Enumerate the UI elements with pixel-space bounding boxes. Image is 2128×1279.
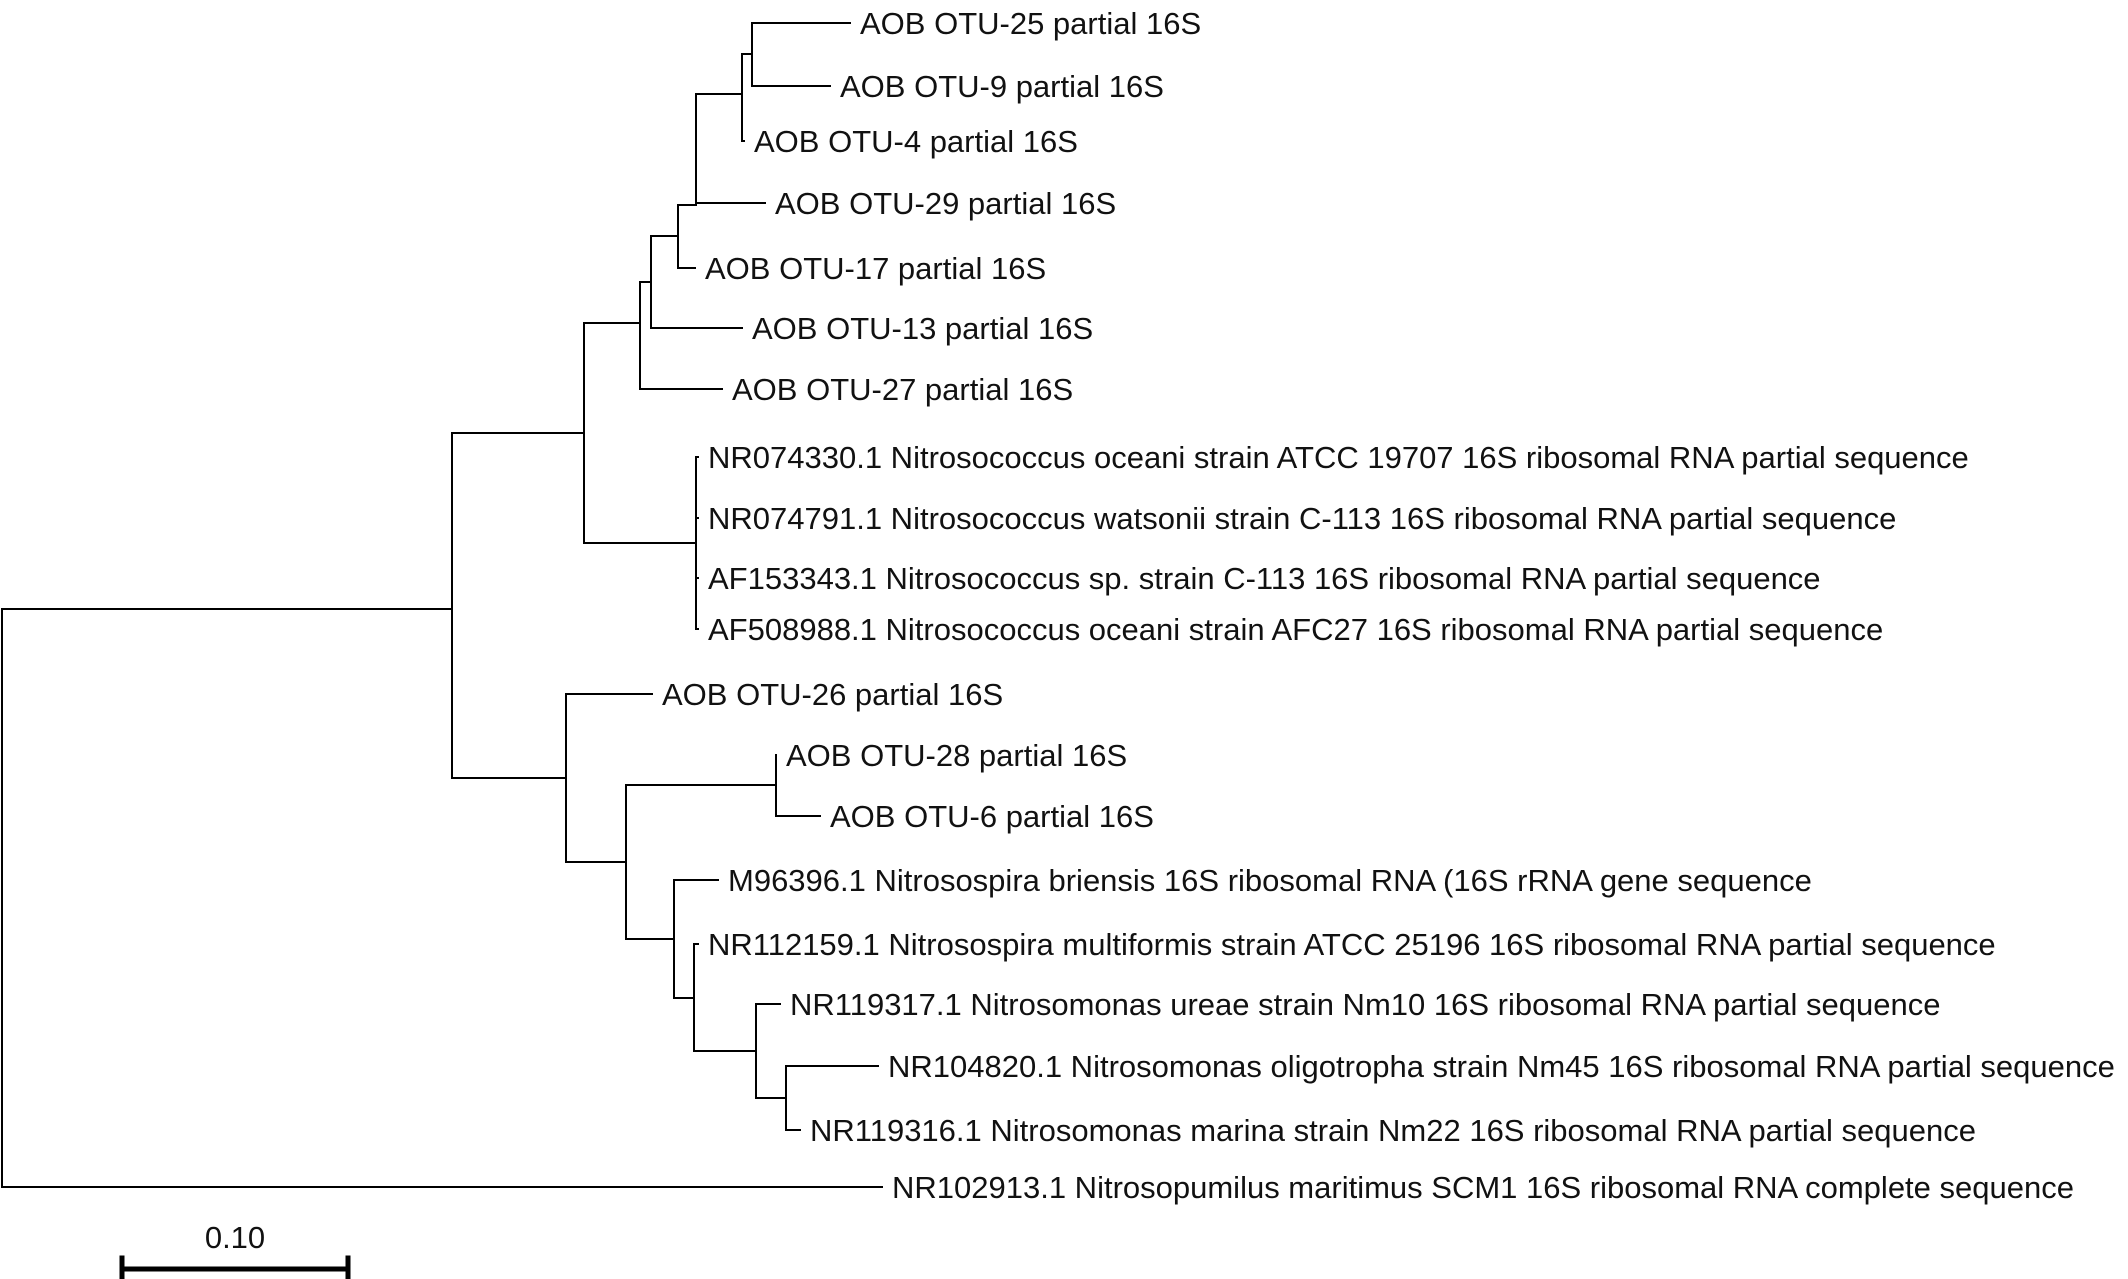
- leaf-label-nr104820: NR104820.1 Nitrosomonas oligotropha stra…: [888, 1049, 2115, 1084]
- leaf-label-otu29: AOB OTU-29 partial 16S: [775, 186, 1116, 221]
- tree-branches: [1, 22, 883, 1188]
- leaf-labels: AOB OTU-25 partial 16S AOB OTU-9 partial …: [662, 6, 2115, 1205]
- leaf-label-nr074791: NR074791.1 Nitrosococcus watsonii strain…: [708, 501, 1896, 536]
- scale-bar: 0.10: [119, 1220, 351, 1279]
- leaf-label-otu25: AOB OTU-25 partial 16S: [860, 6, 1201, 41]
- leaf-label-otu13: AOB OTU-13 partial 16S: [752, 311, 1093, 346]
- leaf-label-nr074330: NR074330.1 Nitrosococcus oceani strain A…: [708, 440, 1969, 475]
- leaf-label-otu28: AOB OTU-28 partial 16S: [786, 738, 1127, 773]
- leaf-label-otu9: AOB OTU-9 partial 16S: [840, 69, 1164, 104]
- leaf-label-m96396: M96396.1 Nitrosospira briensis 16S ribos…: [728, 863, 1812, 898]
- leaf-label-af508988: AF508988.1 Nitrosococcus oceani strain A…: [708, 612, 1883, 647]
- leaf-label-otu17: AOB OTU-17 partial 16S: [705, 251, 1046, 286]
- leaf-label-otu4: AOB OTU-4 partial 16S: [754, 124, 1078, 159]
- leaf-label-otu27: AOB OTU-27 partial 16S: [732, 372, 1073, 407]
- scale-bar-label: 0.10: [205, 1220, 265, 1255]
- leaf-label-af153343: AF153343.1 Nitrosococcus sp. strain C-11…: [708, 561, 1821, 596]
- leaf-label-otu26: AOB OTU-26 partial 16S: [662, 677, 1003, 712]
- leaf-label-nr102913: NR102913.1 Nitrosopumilus maritimus SCM1…: [892, 1170, 2074, 1205]
- leaf-label-nr119317: NR119317.1 Nitrosomonas ureae strain Nm1…: [790, 987, 1940, 1022]
- leaf-label-nr119316: NR119316.1 Nitrosomonas marina strain Nm…: [810, 1113, 1976, 1148]
- leaf-label-otu6: AOB OTU-6 partial 16S: [830, 799, 1154, 834]
- leaf-label-nr112159: NR112159.1 Nitrosospira multiformis stra…: [708, 927, 1996, 962]
